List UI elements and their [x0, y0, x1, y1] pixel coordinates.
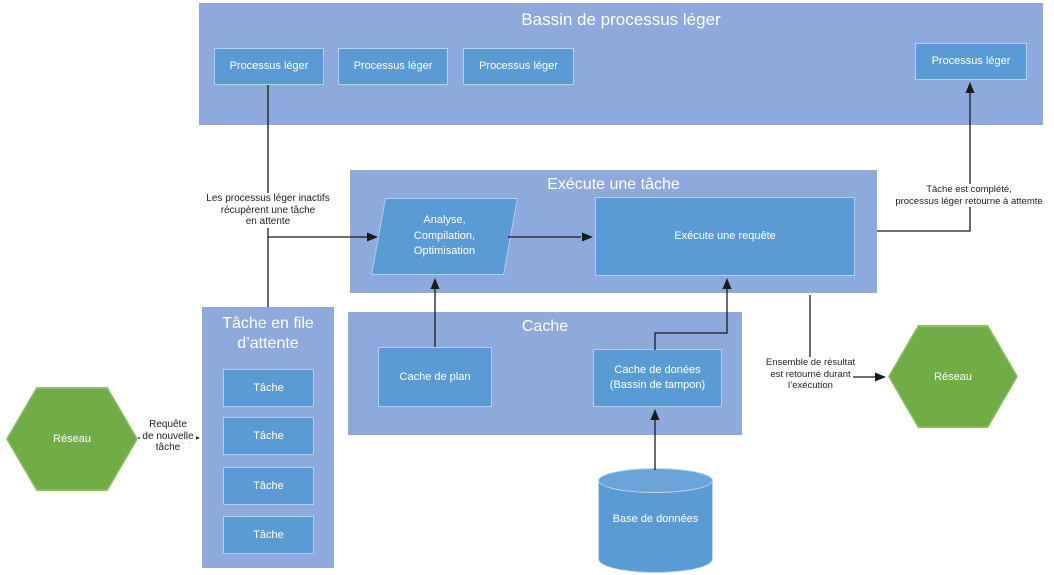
network-label: Réseau — [53, 433, 91, 445]
worker-box-label: Processus léger — [353, 60, 433, 73]
note-line: tâche — [153, 442, 183, 454]
cylinder-top — [598, 468, 713, 493]
worker-box: Processus léger — [338, 48, 448, 85]
data-cache-box: Cache de donées (Bassin de tampon) — [593, 349, 722, 407]
note-line: en attente — [243, 216, 293, 228]
execute-task-title: Exécute une tâche — [547, 176, 680, 193]
note-task-complete: Tâche est complété, processus léger reto… — [883, 184, 1054, 207]
arrowhead-into-network-right — [875, 372, 886, 382]
worker-box-label: Processus léger — [229, 60, 309, 73]
compile-step-line: Analyse, — [423, 213, 466, 226]
hexagon-fill — [7, 388, 137, 490]
plan-cache-box: Cache de plan — [378, 347, 492, 407]
task-box-label: Tâche — [253, 429, 284, 442]
network-label: Réseau — [934, 370, 972, 383]
compile-step-line: Optimisation — [413, 245, 476, 258]
task-box: Tâche — [223, 369, 314, 407]
note-line: Requête — [147, 419, 189, 431]
cylinder-body — [598, 480, 713, 573]
network-hexagon-right: Réseau — [888, 325, 1018, 428]
data-cache-sublabel: (Bassin de tampon) — [609, 379, 706, 391]
note-line: récupèrent une tâche — [218, 204, 318, 216]
network-hexagon-left: Réseau — [6, 387, 138, 491]
note-new-task-request: Requête de nouvelle tâche — [140, 419, 196, 454]
note-line: Les processus léger inactifs — [204, 193, 332, 205]
task-box-label: Tâche — [253, 528, 284, 541]
note-line: Ensemble de résultat — [763, 357, 858, 369]
note-line: est retourné durant — [768, 368, 853, 380]
execute-query-box: Exécute une requête — [595, 197, 855, 276]
plan-cache-label: Cache de plan — [399, 370, 471, 383]
worker-pool-title: Bassin de processus léger — [521, 10, 721, 29]
hexagon-fill — [889, 326, 1017, 427]
task-box-label: Tâche — [253, 381, 284, 394]
cache-title: Cache — [521, 318, 569, 335]
worker-box-label: Processus léger — [479, 60, 558, 73]
note-line: processus léger retourne à attemte — [893, 195, 1045, 207]
execute-query-label: Exécute une requête — [674, 230, 776, 243]
compile-parallelogram-label: Analyse, Compilation, Optimisation — [378, 198, 511, 275]
worker-box: Processus léger — [463, 48, 574, 85]
note-idle-workers-pickup: Les processus léger inactifs récupèrent … — [197, 193, 339, 228]
worker-box-label: Processus léger — [931, 55, 1011, 68]
data-cache-label: Cache de donées — [614, 364, 701, 377]
note-line: de nouvelle — [140, 430, 196, 442]
returning-worker-box: Processus léger — [915, 43, 1027, 80]
note-line: Tâche est complété, — [924, 184, 1014, 196]
task-box: Tâche — [223, 467, 314, 505]
note-line: l’exécution — [786, 380, 835, 392]
compile-step-line: Compilation, — [413, 229, 476, 242]
task-box-label: Tâche — [253, 479, 284, 492]
note-result-returned: Ensemble de résultat est retourné durant… — [762, 357, 859, 392]
worker-box: Processus léger — [214, 48, 324, 85]
task-box: Tâche — [223, 417, 314, 455]
database-cylinder: Base de données — [598, 468, 713, 573]
database-label: Base de données — [612, 513, 699, 525]
task-box: Tâche — [223, 516, 314, 554]
task-queue-title: Tâche en file d’attente — [222, 315, 314, 352]
